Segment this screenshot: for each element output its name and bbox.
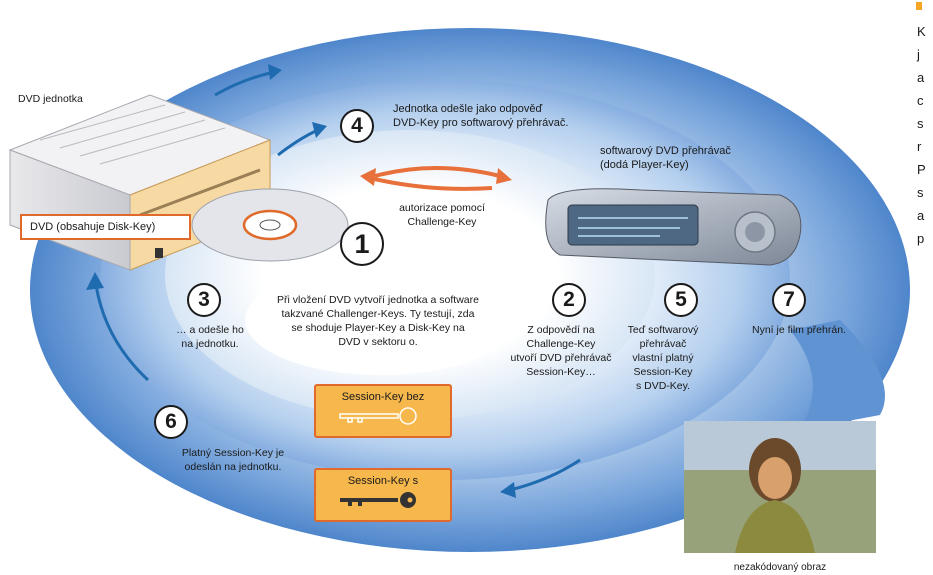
session-key-with-box: Session-Key s <box>314 468 452 522</box>
blue-arrowheads <box>86 64 516 498</box>
arrow-step6 <box>94 284 150 382</box>
side-letter: r <box>917 139 922 154</box>
step4-text: Jednotka odešle jako odpověď DVD-Key pro… <box>393 103 569 129</box>
side-letter: a <box>917 208 925 223</box>
arrow-bottom <box>509 458 581 492</box>
center-area <box>245 265 515 375</box>
step7-text: Nyní je film přehrán. <box>752 324 846 336</box>
arrowhead-step4 <box>312 122 327 138</box>
side-letter: P <box>917 162 926 177</box>
dvd-drive-label: DVD jednotka <box>18 93 83 105</box>
software-player-icon <box>545 188 802 266</box>
step-number-2: 2 <box>552 283 586 317</box>
orange-arrows <box>369 166 501 191</box>
side-letter: c <box>917 93 924 108</box>
session-key-with-label: Session-Key s <box>347 475 419 487</box>
player-label: softwarový DVD přehrávač (dodá Player-Ke… <box>600 145 731 171</box>
session-key-without-label: Session-Key bez <box>341 391 425 403</box>
arrowhead-step6 <box>86 272 104 290</box>
side-marker <box>916 2 922 10</box>
step2-text: Z odpovědí na Challenge-Key utvoří DVD p… <box>510 324 612 378</box>
orange-arrowheads <box>360 168 512 186</box>
side-letter: s <box>917 116 924 131</box>
step-number-7: 7 <box>772 283 806 317</box>
step-number-5: 5 <box>664 283 698 317</box>
orange-arrow-1 <box>374 166 501 178</box>
dvd-disk-label: DVD (obsahuje Disk-Key) <box>20 214 191 240</box>
step-number-3: 3 <box>187 283 221 317</box>
center-text: Při vložení DVD vytvoří jednotka a softw… <box>277 294 479 348</box>
auth-label: autorizace pomocí Challenge-Key <box>399 202 485 228</box>
step-number-6: 6 <box>154 405 188 439</box>
key-solid-icon <box>340 492 416 508</box>
orange-arrow-2 <box>369 176 493 191</box>
step-number-1: 1 <box>340 222 384 266</box>
side-letter: s <box>917 185 924 200</box>
step5-text: Teď softwarový přehrávač vlastní platný … <box>627 324 699 392</box>
photo-caption: nezakódovaný obraz <box>733 562 827 573</box>
arrowhead-top-outer <box>268 64 282 80</box>
orange-head-1 <box>496 168 512 184</box>
dvd-disc-icon <box>191 188 349 262</box>
side-letter: j <box>917 47 920 62</box>
photo-figure <box>684 421 876 553</box>
key-outline-icon <box>339 407 417 425</box>
step6-text: Platný Session-Key je odeslán na jednotk… <box>181 447 285 473</box>
session-key-without-box: Session-Key bez <box>314 384 452 438</box>
side-text-column: K j a c s r P s a p <box>917 20 926 250</box>
orange-head-2 <box>360 168 376 186</box>
step-number-4: 4 <box>340 109 374 143</box>
side-letter: p <box>917 231 925 246</box>
arrowhead-bottom <box>500 482 516 498</box>
outer-ring-tail <box>790 320 885 430</box>
side-letter: K <box>917 24 926 39</box>
side-letter: a <box>917 70 925 85</box>
step3-text: … a odešle ho na jednotku. <box>176 324 244 350</box>
